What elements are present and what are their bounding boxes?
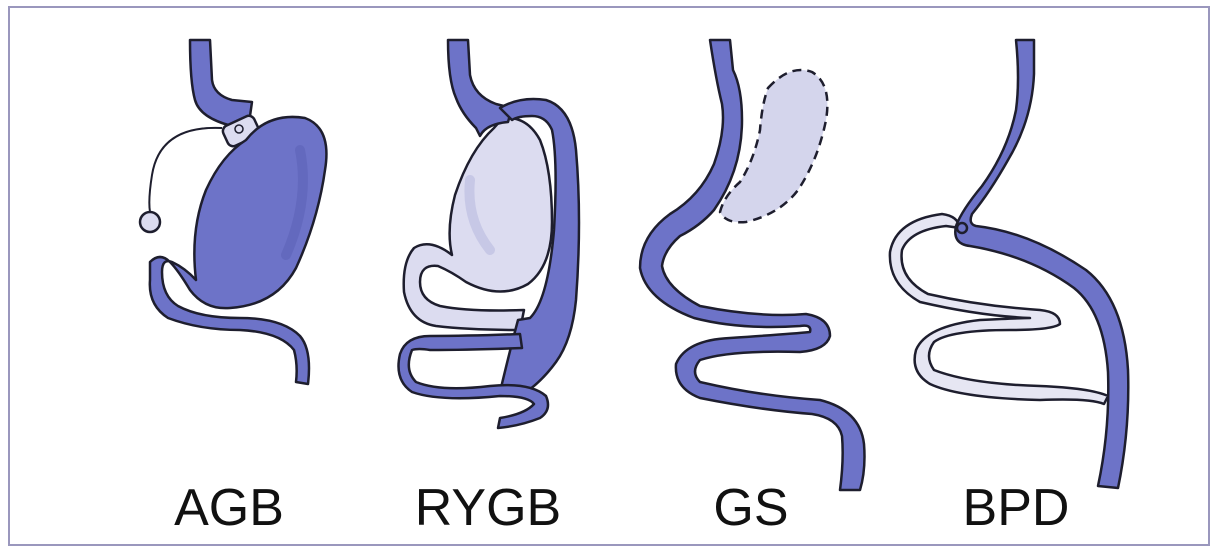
rygb-esophagus — [448, 40, 512, 136]
gs-sleeve — [640, 40, 865, 490]
bpd-alimentary-limb — [955, 40, 1128, 488]
bpd-anastomosis-icon — [957, 223, 967, 233]
rygb-diagram — [399, 40, 580, 428]
label-agb: AGB — [119, 478, 339, 538]
label-bpd: BPD — [906, 478, 1126, 538]
agb-esophagus — [190, 40, 252, 130]
label-gs: GS — [641, 478, 861, 538]
label-rygb: RYGB — [378, 478, 598, 538]
agb-access-port-icon — [140, 212, 160, 232]
gs-diagram — [640, 40, 865, 490]
agb-diagram — [140, 40, 326, 384]
bpd-diagram — [890, 40, 1128, 488]
